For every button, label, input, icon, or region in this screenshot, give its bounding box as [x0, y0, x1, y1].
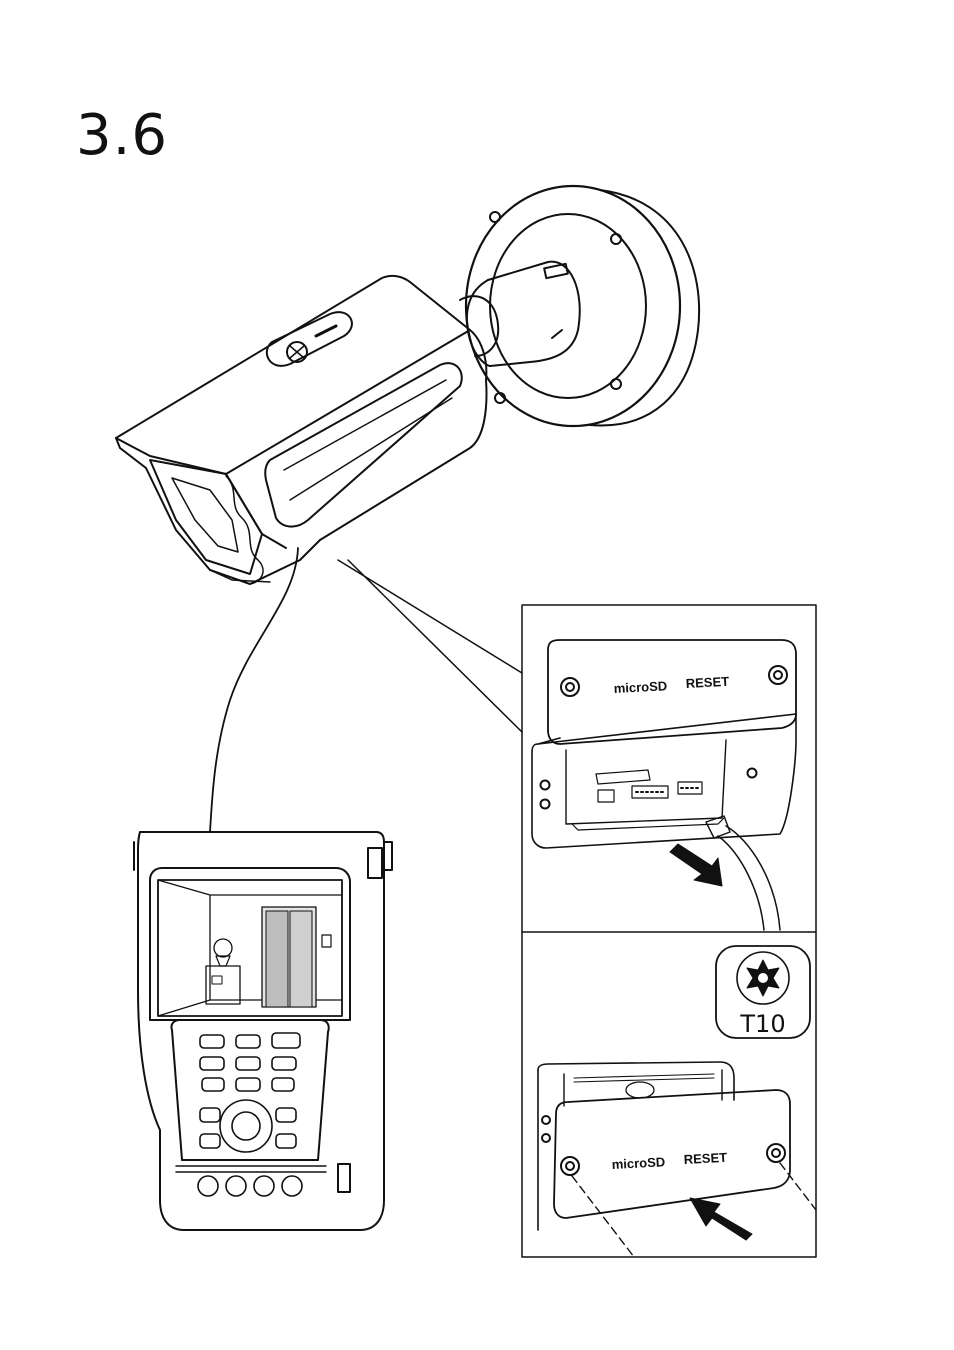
cover-screw-icon [769, 666, 787, 684]
reset-label: RESET [685, 674, 729, 691]
mount-screw-icon [611, 234, 621, 244]
function-keys [198, 1176, 302, 1196]
detail-leader-lines [338, 560, 522, 732]
mount-screw-icon [490, 212, 500, 222]
microsd-label: microSD [613, 678, 667, 696]
detail-close-cover: T10 microSD RESET [538, 946, 816, 1257]
pull-out-arrow-icon [670, 844, 722, 886]
detail-open-cover: microSD RESET [532, 640, 796, 930]
push-in-arrow-icon [690, 1198, 752, 1240]
test-cable [210, 548, 298, 832]
microsd-label: microSD [611, 1154, 665, 1172]
tool-size-label: T10 [739, 1010, 785, 1038]
cover-screw-icon [767, 1144, 785, 1162]
cover-screw-icon [561, 678, 579, 696]
wall-mount [466, 186, 699, 426]
mount-screw-icon [611, 379, 621, 389]
test-monitor-device [134, 832, 392, 1230]
bracket-arm [460, 262, 580, 366]
reset-label: RESET [683, 1150, 727, 1167]
keypad-buttons [200, 1033, 300, 1152]
cover-screw-icon [561, 1157, 579, 1175]
bullet-camera [116, 276, 486, 584]
detail-frame [522, 605, 816, 1257]
